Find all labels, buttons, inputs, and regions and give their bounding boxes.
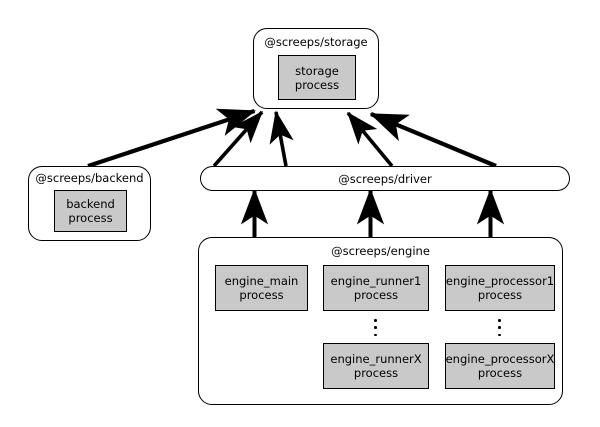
package-backend[interactable]: @screeps/backend backend process: [28, 166, 151, 241]
package-engine[interactable]: @screeps/engine engine_main process engi…: [198, 237, 563, 405]
process-engine-runner1-line2: process: [353, 288, 399, 302]
process-storage[interactable]: storage process: [278, 55, 356, 100]
process-engine-runnerx-line2: process: [353, 366, 399, 380]
process-engine-runnerx[interactable]: engine_runnerX process: [323, 343, 429, 389]
process-engine-main[interactable]: engine_main process: [215, 265, 308, 311]
edge-driver-midright-to-storage: [346, 111, 394, 168]
package-backend-title: @screeps/backend: [35, 171, 144, 185]
process-backend-line2: process: [68, 211, 113, 225]
process-engine-processorx[interactable]: engine_processorX process: [445, 343, 555, 389]
process-engine-processor1[interactable]: engine_processor1 process: [445, 265, 555, 311]
package-storage[interactable]: @screeps/storage storage process: [253, 28, 379, 109]
process-engine-runner1[interactable]: engine_runner1 process: [323, 265, 429, 311]
process-engine-processorx-line2: process: [477, 366, 523, 380]
process-engine-runner1-line1: engine_runner1: [330, 274, 422, 288]
process-engine-processor1-line1: engine_processor1: [445, 274, 555, 288]
edge-driver-right-to-storage: [369, 112, 497, 168]
process-backend[interactable]: backend process: [54, 190, 127, 232]
process-storage-line1: storage: [295, 63, 339, 78]
process-engine-main-line2: process: [239, 288, 284, 302]
processor-ellipsis-icon: [498, 319, 501, 336]
runner-ellipsis-icon: [374, 319, 377, 336]
package-storage-title: @screeps/storage: [264, 35, 368, 49]
package-engine-title: @screeps/engine: [331, 244, 430, 258]
process-engine-runnerx-line1: engine_runnerX: [330, 352, 422, 366]
edge-backend-to-storage: [87, 108, 257, 168]
package-driver[interactable]: @screeps/driver: [200, 166, 570, 191]
edge-driver-left-to-storage: [212, 110, 264, 168]
process-engine-processor1-line2: process: [477, 288, 523, 302]
edge-driver-midleft-to-storage: [269, 110, 294, 167]
process-engine-main-line1: engine_main: [224, 274, 299, 288]
process-engine-processorx-line1: engine_processorX: [445, 352, 555, 366]
package-driver-title: @screeps/driver: [338, 171, 432, 186]
process-storage-line2: process: [294, 77, 340, 92]
process-backend-line1: backend: [66, 197, 115, 211]
